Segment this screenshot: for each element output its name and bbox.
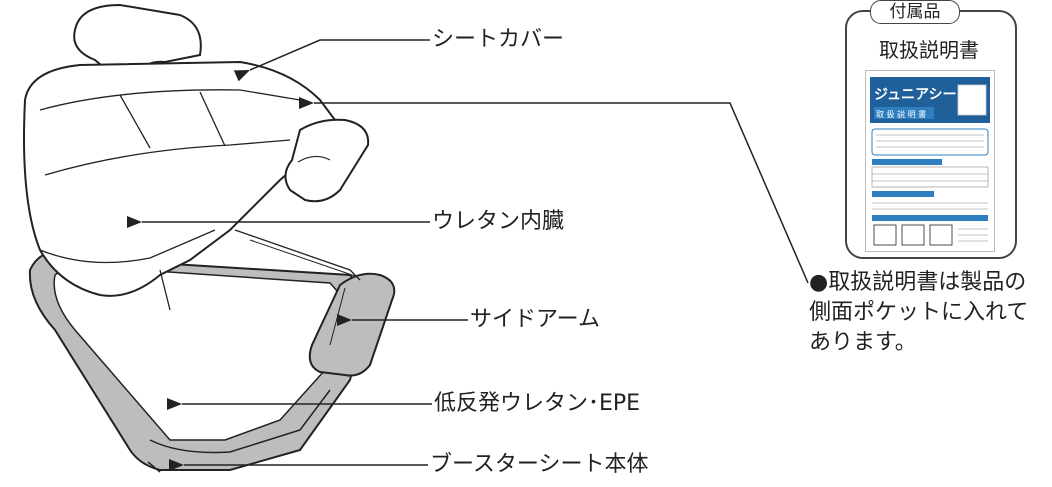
accessory-badge: 付属品 <box>870 0 960 24</box>
leader-seat-cover <box>233 39 430 82</box>
note-line-2: 側面ポケットに入れて <box>809 300 1029 325</box>
note-line-3: あります。 <box>809 330 917 355</box>
label-low-rebound: 低反発ウレタン･EPE <box>434 391 641 416</box>
label-seat-cover: シートカバー <box>432 27 565 52</box>
note-line-1: ●取扱説明書は製品の <box>809 268 1028 298</box>
note-text-1: 取扱説明書は製品の <box>828 270 1027 295</box>
seat-cushion <box>23 3 370 311</box>
leader-manual-pocket <box>299 97 809 284</box>
manual-booklet-art: ジュニアシート 取 扱 説 明 書 <box>866 71 994 251</box>
manual-booklet: ジュニアシート 取 扱 説 明 書 <box>865 70 995 252</box>
leader-lines <box>127 39 809 471</box>
note-bullet: ● <box>809 270 829 295</box>
booklet-subtitle: 取 扱 説 明 書 <box>876 109 926 119</box>
label-side-arm: サイドアーム <box>470 307 601 332</box>
manual-location-note: ●取扱説明書は製品の 側面ポケットに入れて あります。 <box>809 268 1028 358</box>
booklet-title: ジュニアシート <box>874 87 970 103</box>
accessory-title: 取扱説明書 <box>879 38 979 62</box>
booster-base <box>28 248 372 473</box>
label-booster-body: ブースターシート本体 <box>430 452 649 477</box>
label-urethane-inside: ウレタン内臓 <box>432 209 565 234</box>
